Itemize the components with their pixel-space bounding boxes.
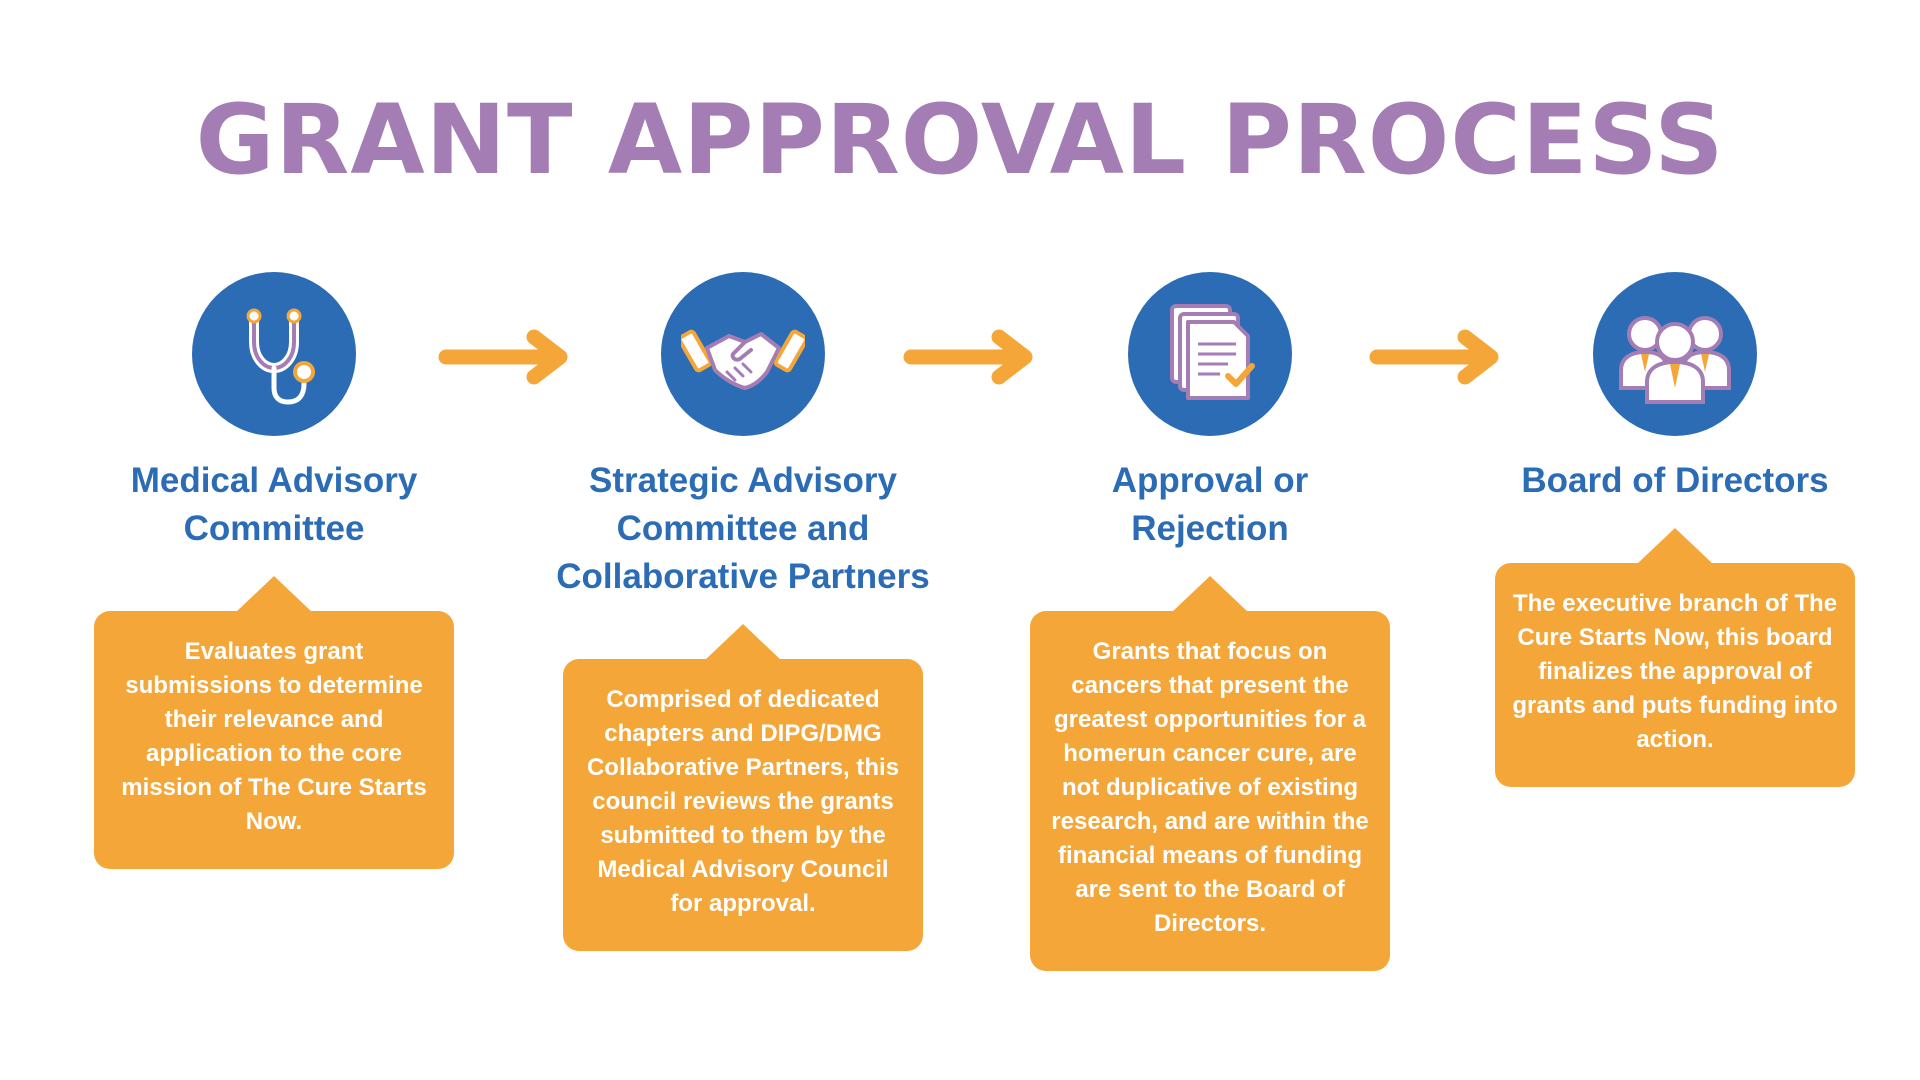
- step-label: Approval or Rejection: [970, 457, 1450, 553]
- arrow-right-icon: [903, 329, 1033, 385]
- step-label-line: Board of Directors: [1521, 461, 1829, 500]
- step-label-line: Rejection: [1131, 509, 1289, 548]
- step-label: Medical Advisory Committee: [34, 457, 514, 553]
- page-title: GRANT APPROVAL PROCESS: [195, 84, 1725, 196]
- step-label-line: Committee and: [616, 509, 870, 548]
- step-icon-circle: [661, 272, 825, 436]
- arrow-right-icon: [1369, 329, 1499, 385]
- step-label-line: Collaborative Partners: [556, 557, 930, 596]
- step-icon-circle: [1593, 272, 1757, 436]
- step-icon-circle: [1128, 272, 1292, 436]
- step-label-line: Medical Advisory: [130, 461, 418, 500]
- step-description-callout: Evaluates grant submissions to determine…: [94, 576, 454, 869]
- step-label: Board of Directors: [1435, 457, 1915, 505]
- step-label-line: Committee: [183, 509, 365, 548]
- group-people-icon: [1619, 316, 1731, 404]
- step-description-callout: Comprised of dedicated chapters and DIPG…: [563, 624, 923, 951]
- step-label: Strategic Advisory Committee and Collabo…: [503, 457, 983, 601]
- handshake-icon: [681, 329, 805, 390]
- step-description-callout: The executive branch of The Cure Starts …: [1495, 528, 1855, 787]
- stethoscope-icon: [246, 308, 315, 405]
- step-description-callout: Grants that focus on cancers that presen…: [1030, 576, 1390, 971]
- arrow-right-icon: [438, 329, 568, 385]
- step-icon-circle: [192, 272, 356, 436]
- step-label-line: Strategic Advisory: [589, 461, 897, 500]
- documents-check-icon: [1170, 304, 1255, 400]
- step-label-line: Approval or: [1111, 461, 1309, 500]
